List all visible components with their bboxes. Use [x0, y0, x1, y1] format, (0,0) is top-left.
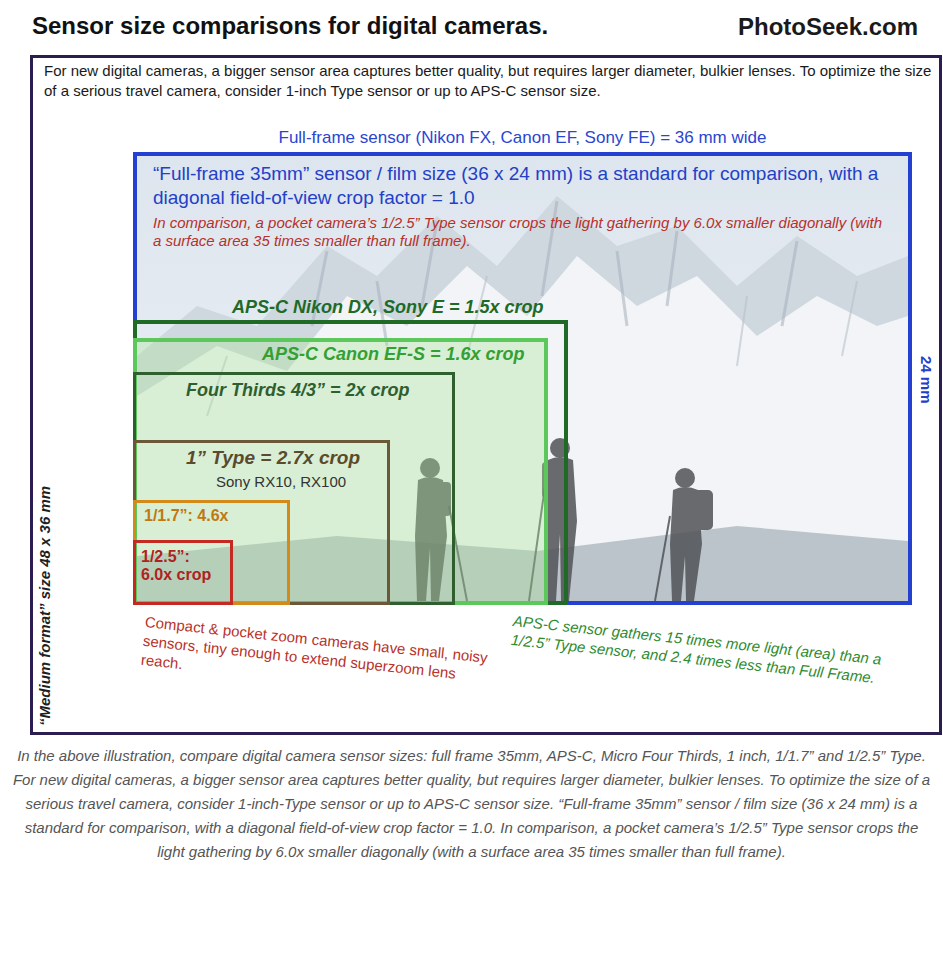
sensor-label: 1/1.7”: 4.6x	[144, 506, 229, 525]
sensor-label: “Medium format” size 48 x 36 mm	[36, 486, 54, 726]
sensor-label: Four Thirds 4/3” = 2x crop	[186, 380, 410, 401]
note-text: APS-C sensor gathers 15 times more light…	[510, 612, 917, 692]
sensor-box: 1” Type = 2.7x cropSony RX10, RX100 1/1.7…	[133, 440, 390, 605]
caption-text: In the above illustration, compare digit…	[10, 744, 933, 864]
sensor-label: APS-C Nikon DX, Sony E = 1.5x crop	[232, 297, 544, 318]
sensor-box: APS-C Canon EF-S = 1.6x cropFour Thirds …	[133, 338, 548, 605]
note-text: Compact & pocket zoom cameras have small…	[140, 613, 494, 706]
sensor-box: 1/2.5”: 6.0x crop	[133, 540, 233, 605]
sensor-box: APS-C Nikon DX, Sony E = 1.5x cropAPS-C …	[133, 320, 568, 605]
sensor-box: 1/1.7”: 4.6x 1/2.5”: 6.0x crop	[133, 500, 290, 605]
diagram-title: Sensor size comparisons for digital came…	[32, 12, 548, 41]
intro-note: For new digital cameras, a bigger sensor…	[44, 61, 934, 102]
dimension-label: 24 mm	[917, 356, 935, 404]
sensor-label: 1” Type = 2.7x crop	[186, 447, 360, 469]
sensor-label: Full-frame sensor (Nikon FX, Canon EF, S…	[137, 128, 908, 148]
sensor-label: APS-C Canon EF-S = 1.6x crop	[262, 344, 525, 365]
photo-shape	[675, 468, 695, 488]
brand-watermark: PhotoSeek.com	[738, 13, 918, 42]
sensor-label: “Full-frame 35mm” sensor / film size (36…	[153, 162, 893, 210]
sensor-label: 1/2.5”: 6.0x crop	[141, 548, 225, 585]
sensor-label: Sony RX10, RX100	[216, 473, 346, 491]
photo-shape	[693, 490, 713, 530]
sensor-label: In comparison, a pocket camera’s 1/2.5” …	[153, 214, 893, 250]
sensor-box: Full-frame sensor (Nikon FX, Canon EF, S…	[133, 152, 912, 605]
sensor-box: Four Thirds 4/3” = 2x crop 1” Type = 2.7x…	[133, 372, 455, 605]
